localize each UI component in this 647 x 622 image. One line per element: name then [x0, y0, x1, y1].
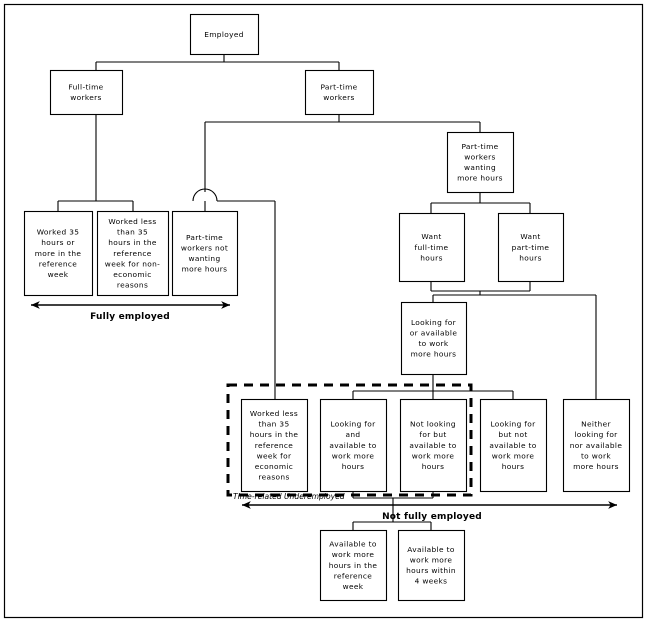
connector-fulltime-children — [57, 114, 134, 211]
node-box-pt_not_wanting[interactable] — [171, 210, 239, 297]
connector-want-merge-split — [430, 281, 597, 399]
node-box-worked_lt35_econ[interactable] — [240, 398, 309, 493]
line-hop-arc — [192, 188, 218, 202]
node-box-looking_not_avail[interactable] — [479, 398, 548, 493]
connector-lookingoravail-children — [352, 374, 514, 399]
node-label-employed: Employed — [204, 30, 244, 39]
node-box-pt_wanting_more[interactable] — [446, 131, 515, 194]
node-box-worked_35_plus[interactable] — [23, 210, 94, 297]
node-employed[interactable]: Employed — [189, 13, 260, 56]
page-border — [3, 3, 644, 619]
time-related-underemployed-region: Time-related Underemployed — [226, 383, 473, 501]
node-box-employed[interactable] — [189, 13, 260, 56]
span-not_fully_employed: Not fully employed — [242, 501, 617, 522]
node-box-avail_ref_week[interactable] — [319, 529, 388, 602]
connector-parttime-children — [205, 114, 481, 132]
span-label-not_fully_employed: Not fully employed — [382, 512, 482, 522]
node-box-avail_4_weeks[interactable] — [397, 529, 466, 602]
node-box-looking_and_avail[interactable] — [319, 398, 388, 493]
node-box-part_time[interactable] — [304, 69, 375, 116]
connector-available-children — [352, 491, 434, 530]
connector-employed-children — [95, 54, 340, 70]
node-box-want_part_time[interactable] — [497, 212, 565, 283]
span-fully_employed: Fully employed — [31, 301, 230, 322]
connector-to-economic-reasons — [217, 200, 276, 399]
node-box-neither[interactable] — [562, 398, 631, 493]
region-label-time-related-underemployed: Time-related Underemployed — [233, 492, 345, 501]
span-label-fully_employed: Fully employed — [90, 312, 170, 322]
connector-wantingmore-children — [430, 192, 531, 213]
node-box-want_full_time[interactable] — [398, 212, 466, 283]
node-box-worked_lt35_nonecon[interactable] — [96, 210, 170, 297]
node-box-not_looking_avail[interactable] — [399, 398, 468, 493]
node-box-looking_or_avail[interactable] — [400, 301, 468, 376]
node-box-full_time[interactable] — [49, 69, 124, 116]
